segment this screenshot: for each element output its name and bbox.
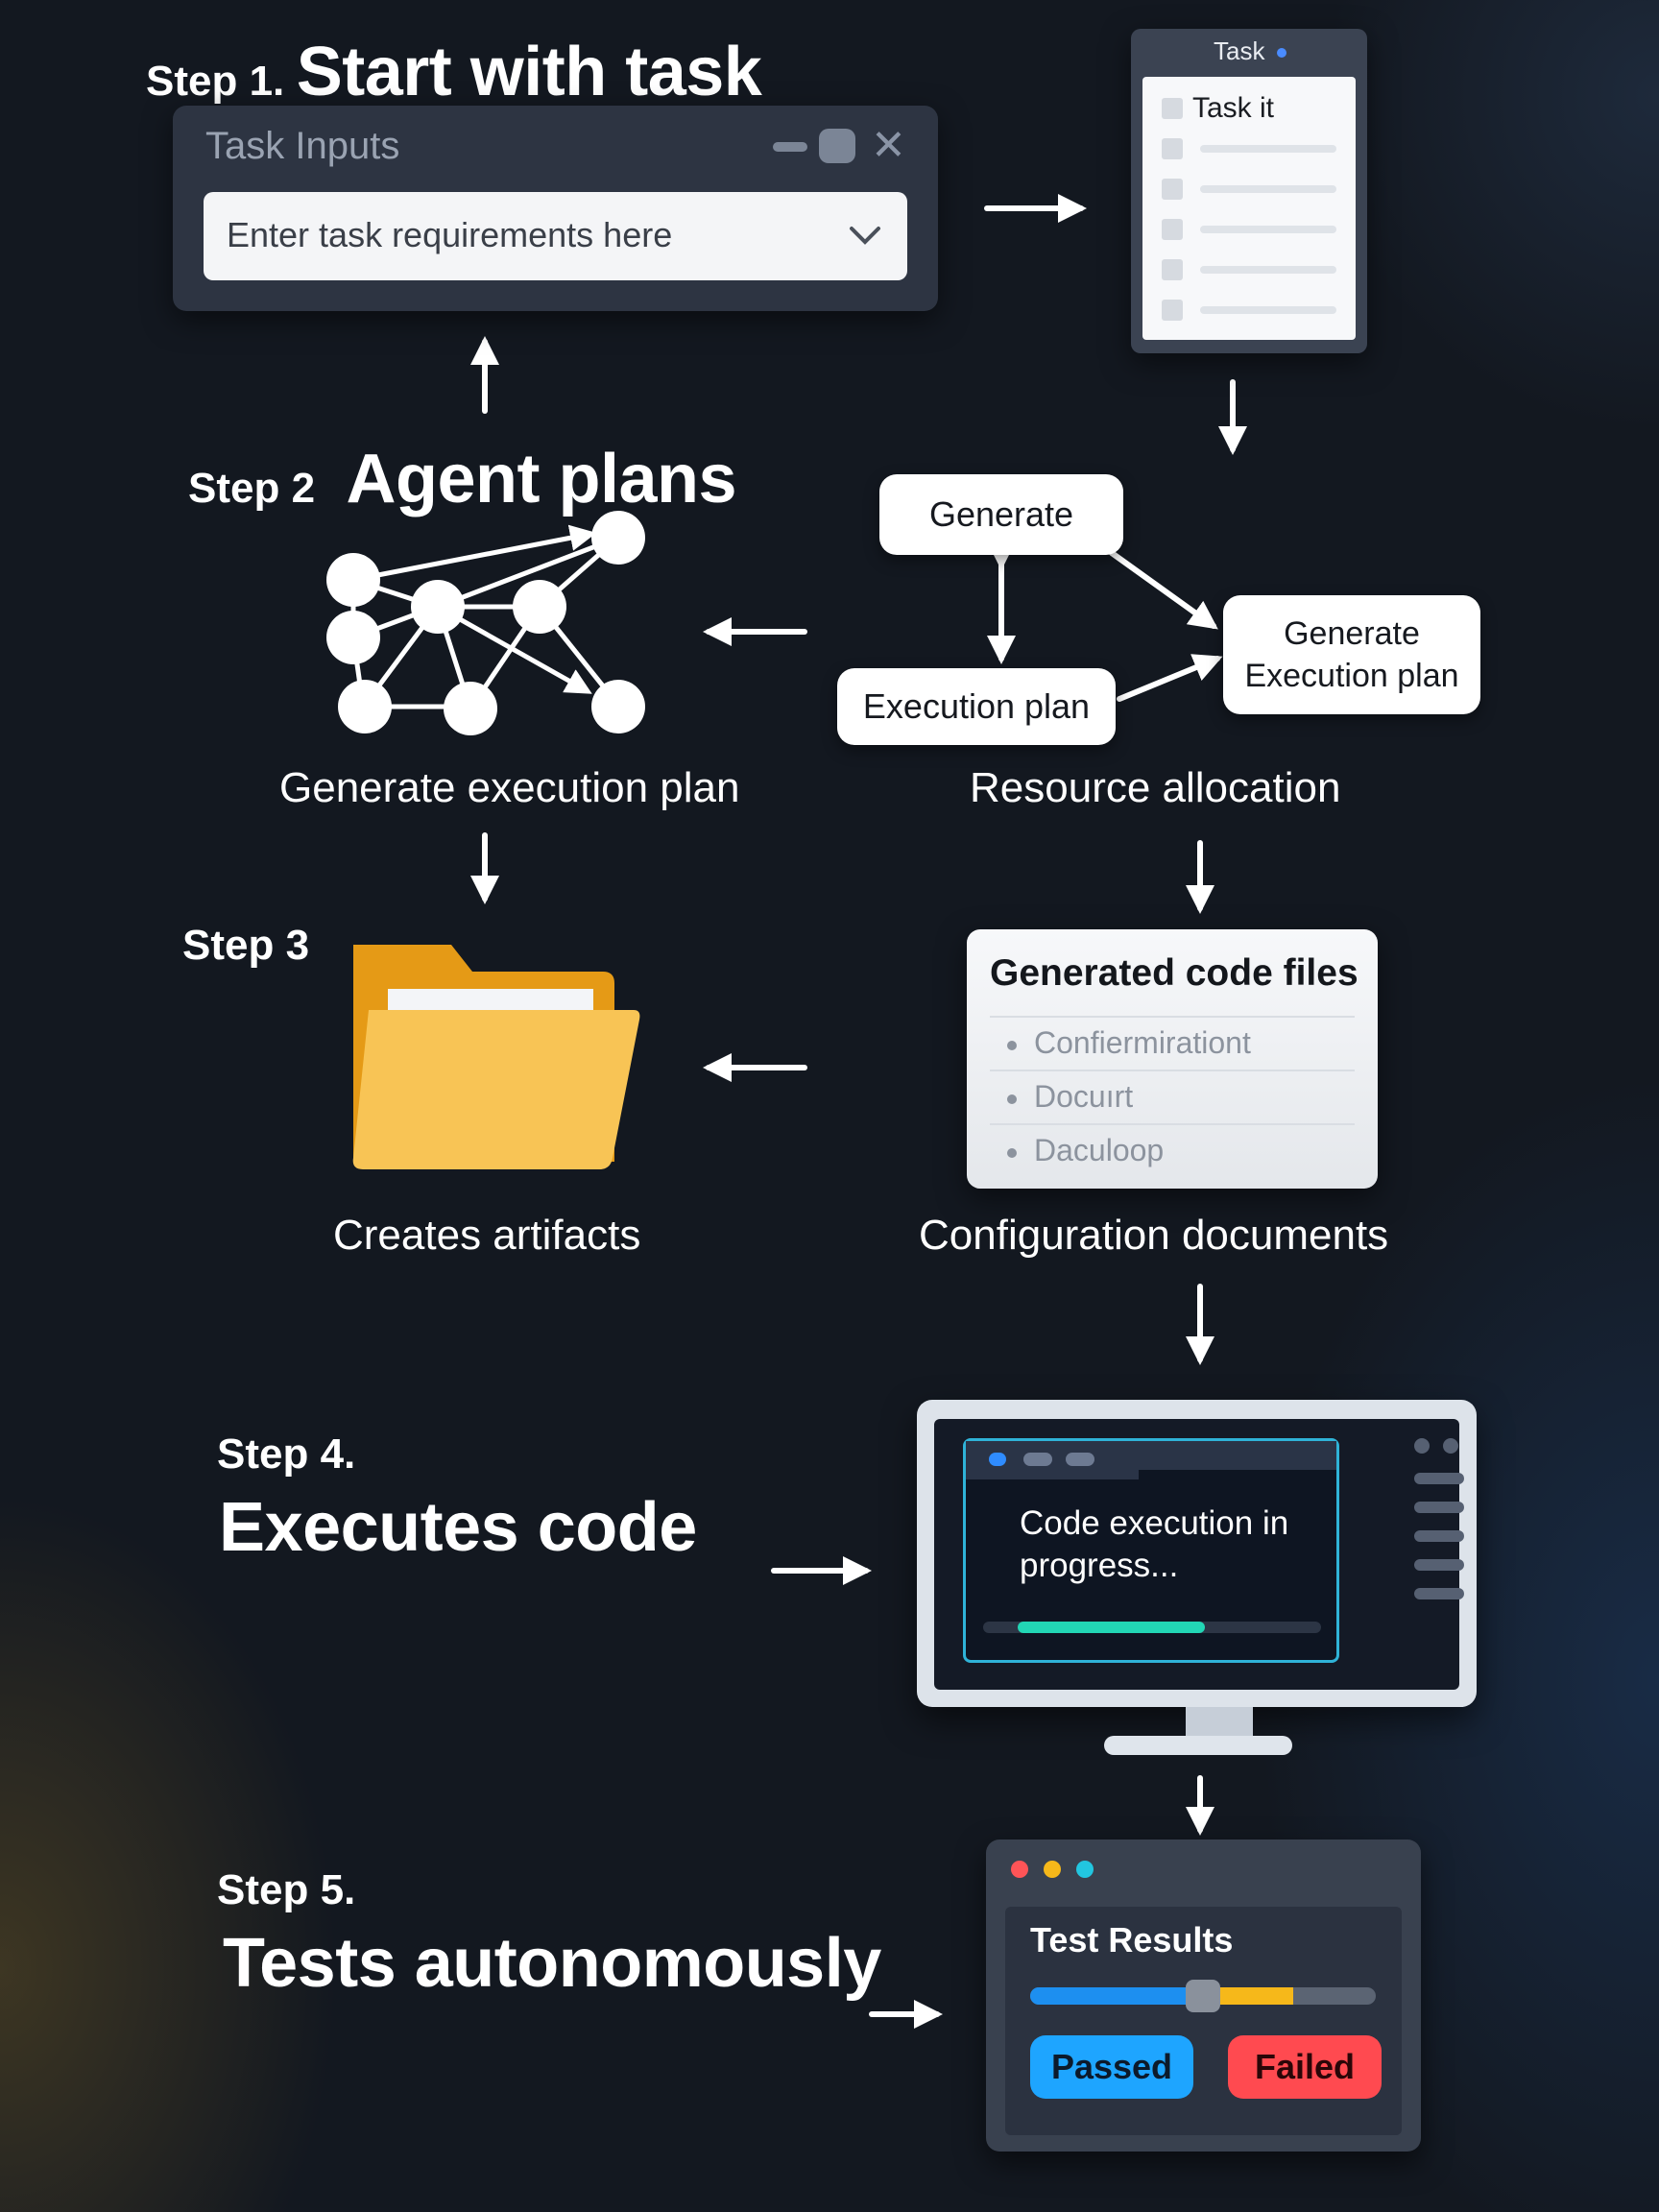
task-checklist: Task it — [1142, 77, 1356, 340]
close-icon[interactable]: ✕ — [871, 122, 906, 169]
monitor-base — [1104, 1736, 1292, 1755]
arrow-generate-to-genexec — [1109, 550, 1218, 630]
graph-node — [444, 682, 497, 735]
checkbox-icon[interactable] — [1162, 98, 1183, 119]
task-inputs-window: Task Inputs ✕ Enter task requirements he… — [173, 106, 938, 311]
failed-portion — [1203, 1987, 1293, 2005]
passed-portion — [1030, 1987, 1203, 2005]
graph-node — [411, 580, 465, 634]
generated-code-files-card: Generated code files Confiermirationt Do… — [967, 929, 1378, 1189]
network-graph-icon — [326, 511, 645, 735]
graph-node — [513, 580, 566, 634]
execution-plan-box: Execution plan — [837, 668, 1116, 745]
graph-node — [326, 553, 380, 607]
graph-node — [326, 611, 380, 664]
generate-execution-plan-caption: Generate execution plan — [279, 764, 740, 811]
step1-title: Start with task — [296, 34, 762, 110]
graph-node — [591, 511, 645, 565]
resource-allocation-caption: Resource allocation — [970, 764, 1341, 811]
generate-execution-plan-line2: Execution plan — [1244, 658, 1459, 694]
step3-label: Step 3 — [182, 922, 310, 969]
passed-button[interactable]: Passed — [1030, 2035, 1193, 2099]
step1-heading: Step 1. Start with task — [146, 33, 762, 111]
step2-label: Step 2 — [188, 465, 316, 512]
code-file-item[interactable]: Confiermirationt — [990, 1016, 1355, 1071]
task-requirements-dropdown[interactable]: Enter task requirements here — [204, 192, 907, 280]
checkbox-icon[interactable] — [1162, 138, 1183, 159]
generate-execution-plan-box: Generate Execution plan — [1223, 595, 1480, 714]
minimize-dot-icon[interactable] — [1044, 1861, 1061, 1878]
terminal-message: Code execution in progress... — [1020, 1504, 1289, 1584]
generate-box: Generate — [879, 474, 1123, 555]
task-window-title: Task — [1214, 36, 1265, 65]
slider-handle[interactable] — [1186, 1980, 1220, 2012]
generate-execution-plan-line1: Generate — [1284, 615, 1420, 652]
step4-title: Executes code — [219, 1489, 697, 1566]
test-results-panel: Test Results Passed Failed — [1005, 1907, 1402, 2135]
graph-node — [591, 680, 645, 733]
task-document-window: Task Task it — [1131, 29, 1367, 353]
chevron-down-icon — [850, 227, 880, 245]
creates-artifacts-caption: Creates artifacts — [333, 1212, 641, 1259]
close-dot-icon[interactable] — [1011, 1861, 1028, 1878]
code-file-item[interactable]: Daculoop — [990, 1123, 1355, 1179]
status-dot-icon — [1277, 48, 1286, 58]
checkbox-icon[interactable] — [1162, 259, 1183, 280]
checklist-item-label: Task it — [1192, 92, 1275, 124]
task-inputs-title: Task Inputs — [205, 125, 400, 167]
monitor-screen: Code execution in progress... — [934, 1419, 1464, 1690]
monitor-icon: Code execution in progress... — [917, 1400, 1477, 1707]
step5-label: Step 5. — [217, 1866, 356, 1913]
step4-label: Step 4. — [217, 1431, 356, 1478]
step2-title: Agent plans — [346, 441, 737, 517]
failed-button[interactable]: Failed — [1228, 2035, 1382, 2099]
arrow-execplan-to-genexec — [1117, 654, 1223, 702]
code-file-item[interactable]: Docuırt — [990, 1070, 1355, 1125]
step5-title: Tests autonomously — [223, 1925, 881, 2002]
graph-node — [338, 680, 392, 733]
maximize-dot-icon[interactable] — [1076, 1861, 1094, 1878]
test-results-title: Test Results — [1030, 1920, 1234, 1960]
step1-label: Step 1. — [146, 58, 285, 105]
checkbox-icon[interactable] — [1162, 219, 1183, 240]
test-results-window: Test Results Passed Failed — [986, 1839, 1421, 2152]
checkbox-icon[interactable] — [1162, 300, 1183, 321]
code-file-label: Confiermirationt — [1034, 1025, 1251, 1060]
execution-progress-fill — [1018, 1622, 1205, 1633]
code-file-label: Docuırt — [1034, 1079, 1134, 1114]
monitor-stand — [1186, 1707, 1253, 1738]
minimize-icon[interactable] — [773, 142, 807, 152]
task-requirements-placeholder: Enter task requirements here — [227, 215, 673, 254]
folder-icon — [352, 945, 640, 1169]
maximize-icon[interactable] — [819, 129, 855, 163]
step2-heading: Step 2 Agent plans — [188, 440, 737, 518]
configuration-documents-caption: Configuration documents — [919, 1212, 1389, 1259]
code-card-title: Generated code files — [990, 952, 1358, 994]
checkbox-icon[interactable] — [1162, 179, 1183, 200]
code-file-label: Daculoop — [1034, 1133, 1165, 1167]
terminal-window: Code execution in progress... — [963, 1438, 1339, 1663]
